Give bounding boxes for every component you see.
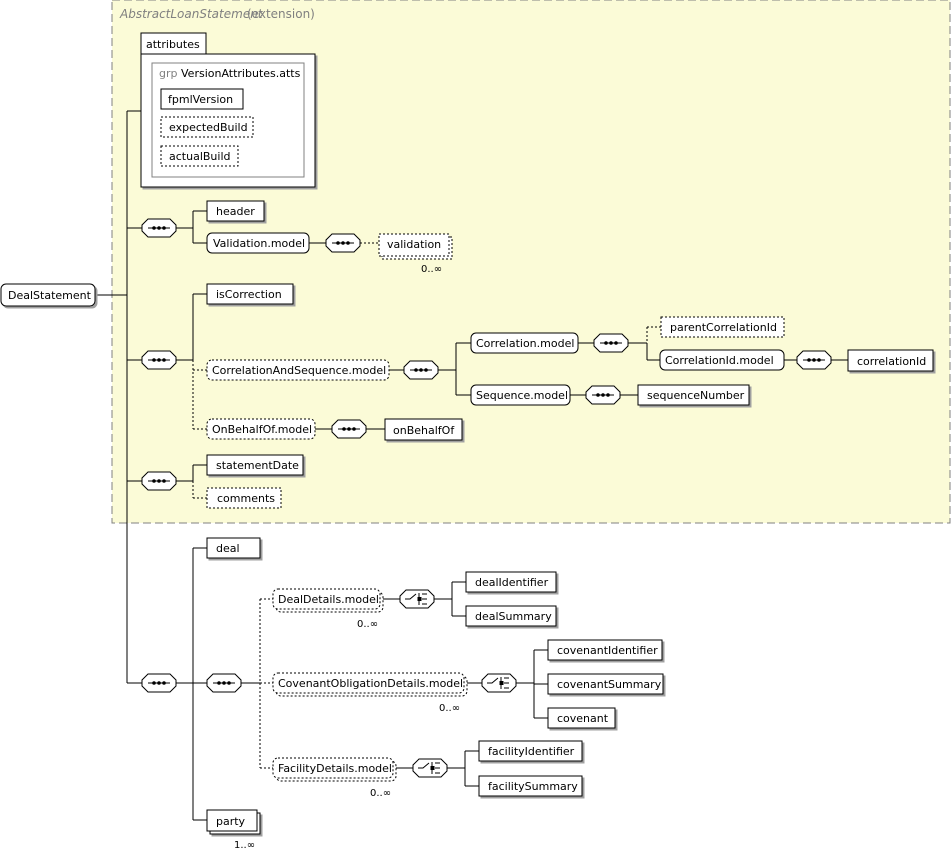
group-Validation-model[interactable] (206, 232, 310, 254)
attribute-expectedBuild[interactable] (160, 116, 254, 138)
group-FacilityDetails-model[interactable] (272, 757, 394, 779)
element-sequenceNumber[interactable] (637, 384, 750, 406)
element-validation-label: validation (387, 238, 441, 251)
element-comments[interactable] (206, 487, 282, 509)
element-comments-label: comments (217, 492, 275, 505)
element-DealStatement[interactable] (0, 283, 96, 307)
element-header[interactable] (206, 200, 265, 222)
sequence-compositor[interactable] (141, 350, 177, 370)
attributes-tab[interactable] (140, 32, 207, 55)
sequence-compositor[interactable] (331, 419, 367, 439)
cardinality-validation: 0..∞ (421, 264, 442, 275)
extension-base-type: AbstractLoanStatement (119, 7, 264, 21)
sequence-compositor[interactable] (141, 471, 177, 491)
sequence-compositor[interactable] (141, 218, 177, 238)
cardinality-covenantObligation: 0..∞ (439, 703, 460, 714)
element-party-label: party (216, 815, 246, 828)
element-parentCorrelationId-label: parentCorrelationId (670, 321, 777, 334)
cardinality-party: 1..∞ (234, 840, 255, 849)
group-Validation-model-label: Validation.model (213, 237, 305, 250)
element-facilitySummary[interactable] (478, 775, 583, 797)
element-party[interactable] (206, 809, 258, 832)
element-parentCorrelationId[interactable] (660, 316, 785, 338)
group-CorrelationId-model-label: CorrelationId.model (665, 354, 774, 367)
element-dealIdentifier-label: dealIdentifier (475, 576, 549, 589)
element-deal-label: deal (216, 542, 240, 555)
element-isCorrection-label: isCorrection (216, 288, 282, 301)
element-validation[interactable] (378, 233, 450, 257)
element-covenant[interactable] (547, 707, 616, 729)
attributes-tab-label: attributes (146, 38, 200, 51)
cardinality-dealDetails: 0..∞ (357, 619, 378, 630)
attribute-fpmlVersion[interactable] (160, 88, 244, 110)
element-DealStatement-label: DealStatement (8, 289, 92, 302)
element-correlationId-label: correlationId (857, 355, 926, 368)
group-CovenantObligationDetails-model[interactable] (272, 672, 465, 694)
group-Correlation-model[interactable] (470, 332, 579, 354)
connectors (95, 110, 848, 821)
group-CorrelationAndSequence-model-label: CorrelationAndSequence.model (212, 364, 386, 377)
group-DealDetails-model-label: DealDetails.model (278, 593, 379, 606)
element-covenantIdentifier[interactable] (547, 639, 663, 661)
attribute-fpmlVersion-label: fpmlVersion (168, 93, 233, 106)
choice-compositor[interactable] (412, 758, 448, 778)
element-facilitySummary-label: facilitySummary (488, 780, 578, 793)
sequence-compositor[interactable] (206, 673, 242, 693)
element-deal[interactable] (206, 537, 261, 559)
extension-suffix: (extension) (247, 7, 315, 21)
attribute-expectedBuild-label: expectedBuild (169, 121, 248, 134)
element-facilityIdentifier-label: facilityIdentifier (488, 745, 575, 758)
sequence-compositor[interactable] (403, 360, 439, 380)
group-Sequence-model-label: Sequence.model (476, 389, 568, 402)
group-FacilityDetails-model-label: FacilityDetails.model (278, 762, 392, 775)
cardinality-facilityDetails: 0..∞ (370, 788, 391, 799)
element-header-label: header (216, 205, 255, 218)
group-CovenantObligationDetails-model-label: CovenantObligationDetails.model (278, 677, 463, 690)
group-OnBehalfOf-model-label: OnBehalfOf.model (212, 423, 312, 436)
choice-compositor[interactable] (399, 589, 435, 609)
sequence-compositor[interactable] (796, 350, 832, 370)
group-CorrelationId-model[interactable] (659, 349, 785, 371)
group-Sequence-model[interactable] (470, 384, 571, 406)
element-onBehalfOf[interactable] (384, 418, 463, 441)
element-statementDate-label: statementDate (216, 459, 299, 472)
element-correlationId[interactable] (847, 349, 934, 372)
element-facilityIdentifier[interactable] (478, 740, 583, 762)
element-dealIdentifier[interactable] (465, 571, 557, 593)
element-sequenceNumber-label: sequenceNumber (647, 389, 745, 402)
choice-compositor[interactable] (481, 673, 517, 693)
sequence-compositor[interactable] (585, 385, 621, 405)
element-covenantIdentifier-label: covenantIdentifier (557, 644, 658, 657)
group-Correlation-model-label: Correlation.model (476, 337, 574, 350)
group-name: VersionAttributes.atts (181, 67, 301, 80)
group-OnBehalfOf-model[interactable] (206, 418, 316, 440)
group-CorrelationAndSequence-model[interactable] (206, 359, 390, 381)
element-onBehalfOf-label: onBehalfOf (393, 424, 455, 437)
sequence-compositor[interactable] (141, 673, 177, 693)
element-covenantSummary-label: covenantSummary (557, 678, 662, 691)
sequence-compositor[interactable] (593, 333, 629, 353)
attribute-actualBuild[interactable] (160, 145, 239, 167)
attribute-actualBuild-label: actualBuild (169, 150, 230, 163)
element-statementDate[interactable] (206, 454, 304, 476)
group-DealDetails-model[interactable] (272, 588, 381, 610)
element-covenantSummary[interactable] (547, 673, 664, 695)
element-covenant-label: covenant (557, 712, 609, 725)
element-dealSummary-label: dealSummary (475, 610, 552, 623)
element-isCorrection[interactable] (206, 283, 294, 305)
group-prefix: grp (159, 67, 178, 80)
sequence-compositor[interactable] (325, 233, 361, 253)
element-dealSummary[interactable] (465, 605, 557, 627)
